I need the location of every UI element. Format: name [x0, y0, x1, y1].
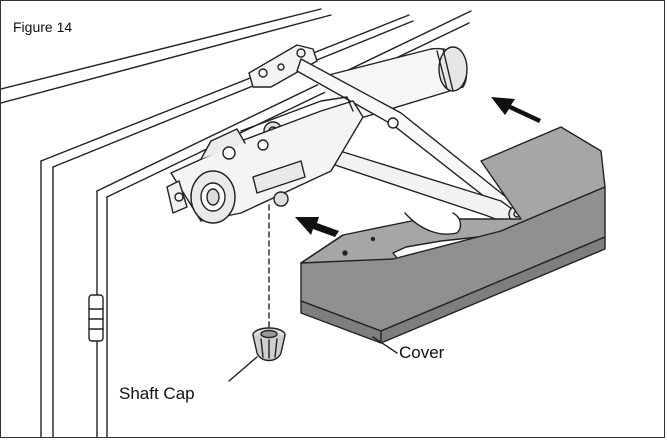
- hinge-icon: [88, 294, 104, 342]
- cover-label: Cover: [399, 343, 445, 362]
- closer-body: [166, 96, 364, 224]
- cover: [300, 126, 606, 344]
- arrow-icon-lower: [295, 217, 339, 237]
- cover-leader: [372, 336, 398, 354]
- door-frame: [1, 8, 472, 437]
- figure-title: Figure 14: [13, 19, 73, 35]
- mounting-bracket: [248, 44, 318, 88]
- arrow-icon-upper: [491, 97, 541, 123]
- shaft-cap-label: Shaft Cap: [119, 384, 195, 403]
- shaft-cap-icon: [252, 327, 286, 362]
- shaft-cap-leader: [228, 356, 258, 382]
